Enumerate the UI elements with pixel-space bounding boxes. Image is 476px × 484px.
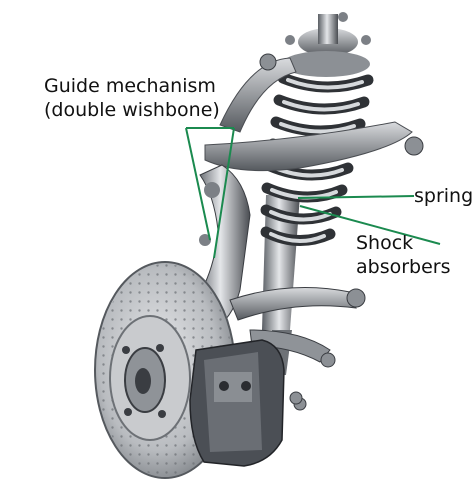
spring-leader [297,195,415,199]
shock-absorbers-label: Shock absorbers [356,231,451,279]
guide-mechanism-label-line1: Guide mechanism [44,75,216,97]
shock-leader [299,205,441,245]
guide-leader-lower [213,127,235,259]
shock-absorbers-label-line1: Shock [356,232,414,254]
upper-wishbone [204,53,424,172]
brake-caliper [189,339,303,467]
top-mount [282,12,371,77]
spring-label: spring [414,185,474,207]
lower-wishbone [229,287,366,411]
guide-mechanism-label: Guide mechanism (double wishbone) [44,74,220,122]
leader-lines [185,127,441,259]
shock-absorbers-label-line2: absorbers [356,256,451,278]
guide-mechanism-label-line2: (double wishbone) [44,99,220,121]
guide-leader-upper [185,127,211,241]
